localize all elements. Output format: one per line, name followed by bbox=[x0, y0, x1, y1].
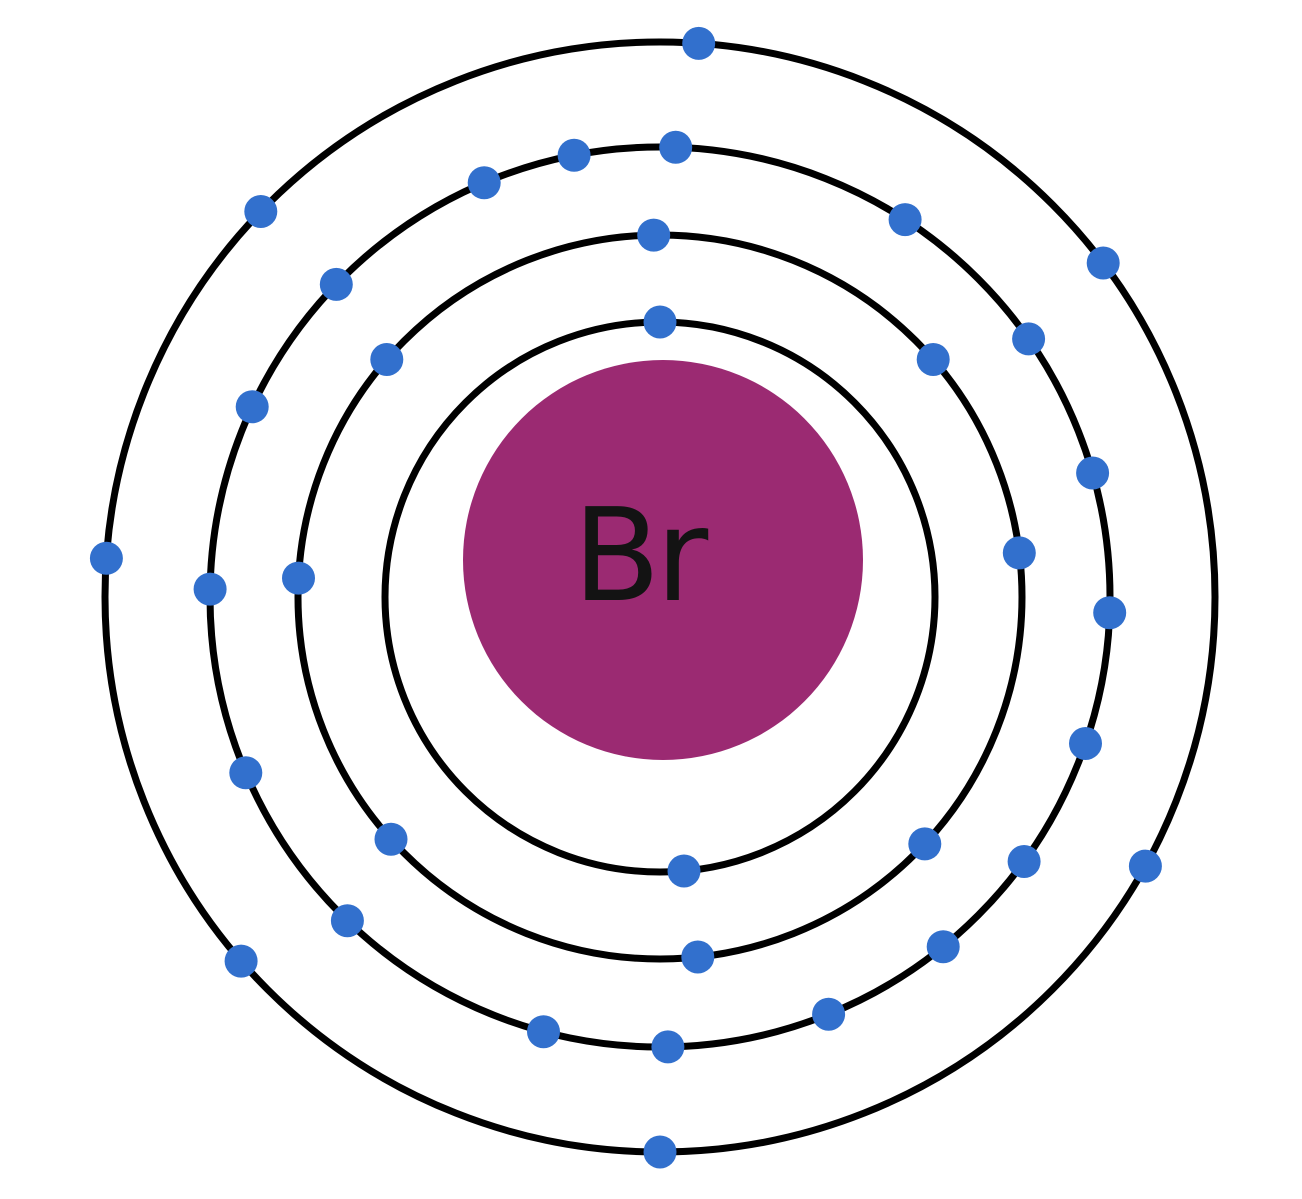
electron bbox=[682, 26, 716, 60]
electron bbox=[637, 218, 671, 252]
electron bbox=[1076, 456, 1110, 490]
electron bbox=[667, 854, 701, 888]
electron bbox=[1069, 727, 1102, 760]
electron bbox=[89, 541, 123, 575]
electron bbox=[643, 1135, 677, 1169]
electron bbox=[330, 904, 364, 938]
electron bbox=[888, 203, 922, 237]
electron bbox=[1007, 845, 1041, 878]
electron bbox=[193, 572, 227, 606]
electron bbox=[374, 822, 408, 856]
element-symbol: Br bbox=[573, 482, 709, 631]
electron bbox=[244, 195, 278, 228]
electron bbox=[370, 343, 404, 376]
electron bbox=[1002, 536, 1036, 570]
electron bbox=[916, 343, 950, 376]
electron bbox=[812, 997, 846, 1031]
electron bbox=[282, 561, 315, 595]
electron bbox=[1128, 849, 1162, 883]
electron bbox=[527, 1015, 560, 1049]
electron bbox=[651, 1030, 685, 1064]
electron bbox=[319, 267, 353, 301]
nucleus bbox=[463, 360, 863, 760]
electron bbox=[1093, 596, 1127, 630]
electron bbox=[557, 138, 591, 172]
electron bbox=[235, 390, 269, 424]
electron bbox=[467, 166, 501, 200]
electron bbox=[1086, 246, 1120, 280]
electron bbox=[224, 944, 258, 978]
electron bbox=[926, 930, 960, 964]
electron bbox=[659, 130, 693, 164]
electron bbox=[643, 305, 677, 339]
nucleus-group: Br bbox=[463, 360, 863, 760]
electron bbox=[681, 940, 715, 974]
electron bbox=[229, 756, 263, 790]
electron bbox=[1012, 322, 1046, 356]
electron bbox=[908, 827, 942, 861]
electrons bbox=[89, 26, 1162, 1169]
